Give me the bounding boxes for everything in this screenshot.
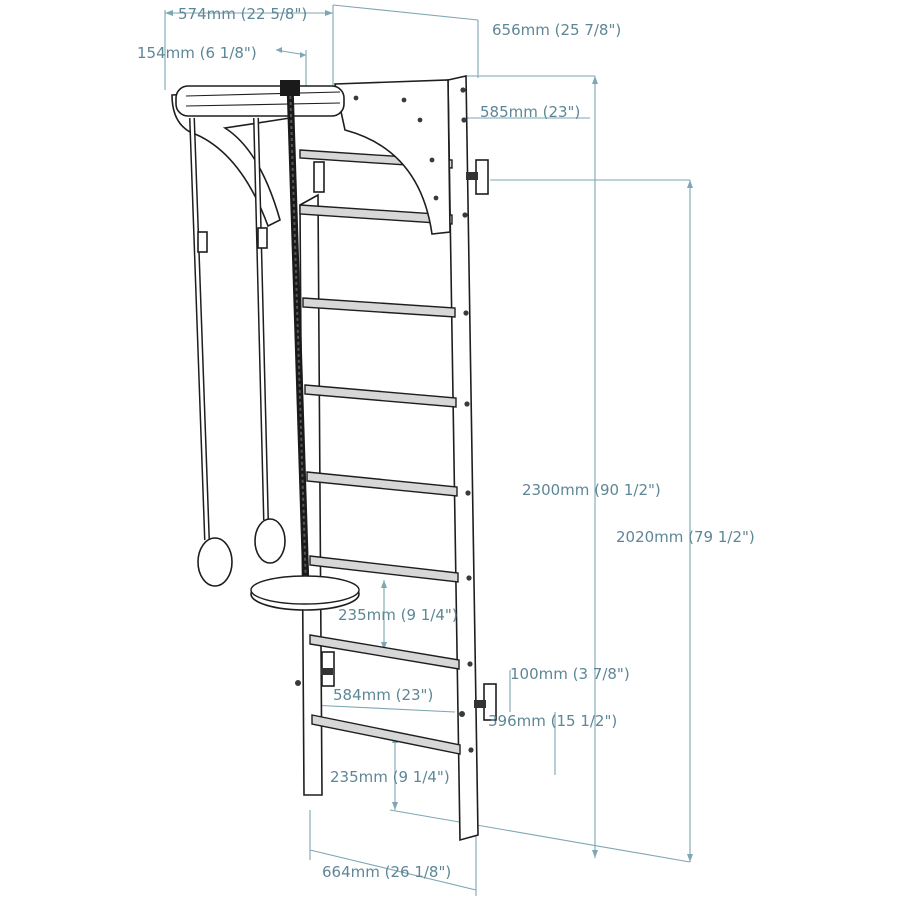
dim-mount-height: 2020mm (79 1/2") [616,528,755,546]
gymnastic-rings [189,117,286,587]
rung [309,555,459,583]
rung [299,204,453,225]
pullup-bar [175,85,345,117]
dim-standoff: 100mm (3 7/8") [510,665,630,683]
ring-right [254,518,286,564]
dim-base-width: 664mm (26 1/8") [322,863,451,881]
rung [306,471,458,497]
upright-bolt-holes [460,87,474,753]
dim-total-height: 2300mm (90 1/2") [522,481,661,499]
rung [304,384,457,408]
climbing-rope [250,80,360,611]
rung [309,634,460,670]
wall-bars [299,75,479,842]
dim-top-width: 574mm (22 5/8") [178,5,307,23]
bracket-upper-left [313,161,325,193]
rung [302,297,456,318]
dim-top-depth: 656mm (25 7/8") [492,21,621,39]
dimension-lines [164,4,693,896]
dim-rung-spacing-upper: 235mm (9 1/4") [338,606,458,624]
rung [311,714,461,755]
ring-left [197,537,233,587]
dimension-labels: 574mm (22 5/8") 656mm (25 7/8") 154mm (6… [137,5,755,881]
dim-rung-spacing-lower: 235mm (9 1/4") [330,768,450,786]
dim-inner-width: 584mm (23") [333,686,433,704]
wall-brackets [295,159,497,721]
dim-bracket-span: 585mm (23") [480,103,580,121]
dim-bar-offset: 154mm (6 1/8") [137,44,257,62]
right-upright [447,75,479,842]
dim-lower-mount: 396mm (15 1/2") [488,712,617,730]
